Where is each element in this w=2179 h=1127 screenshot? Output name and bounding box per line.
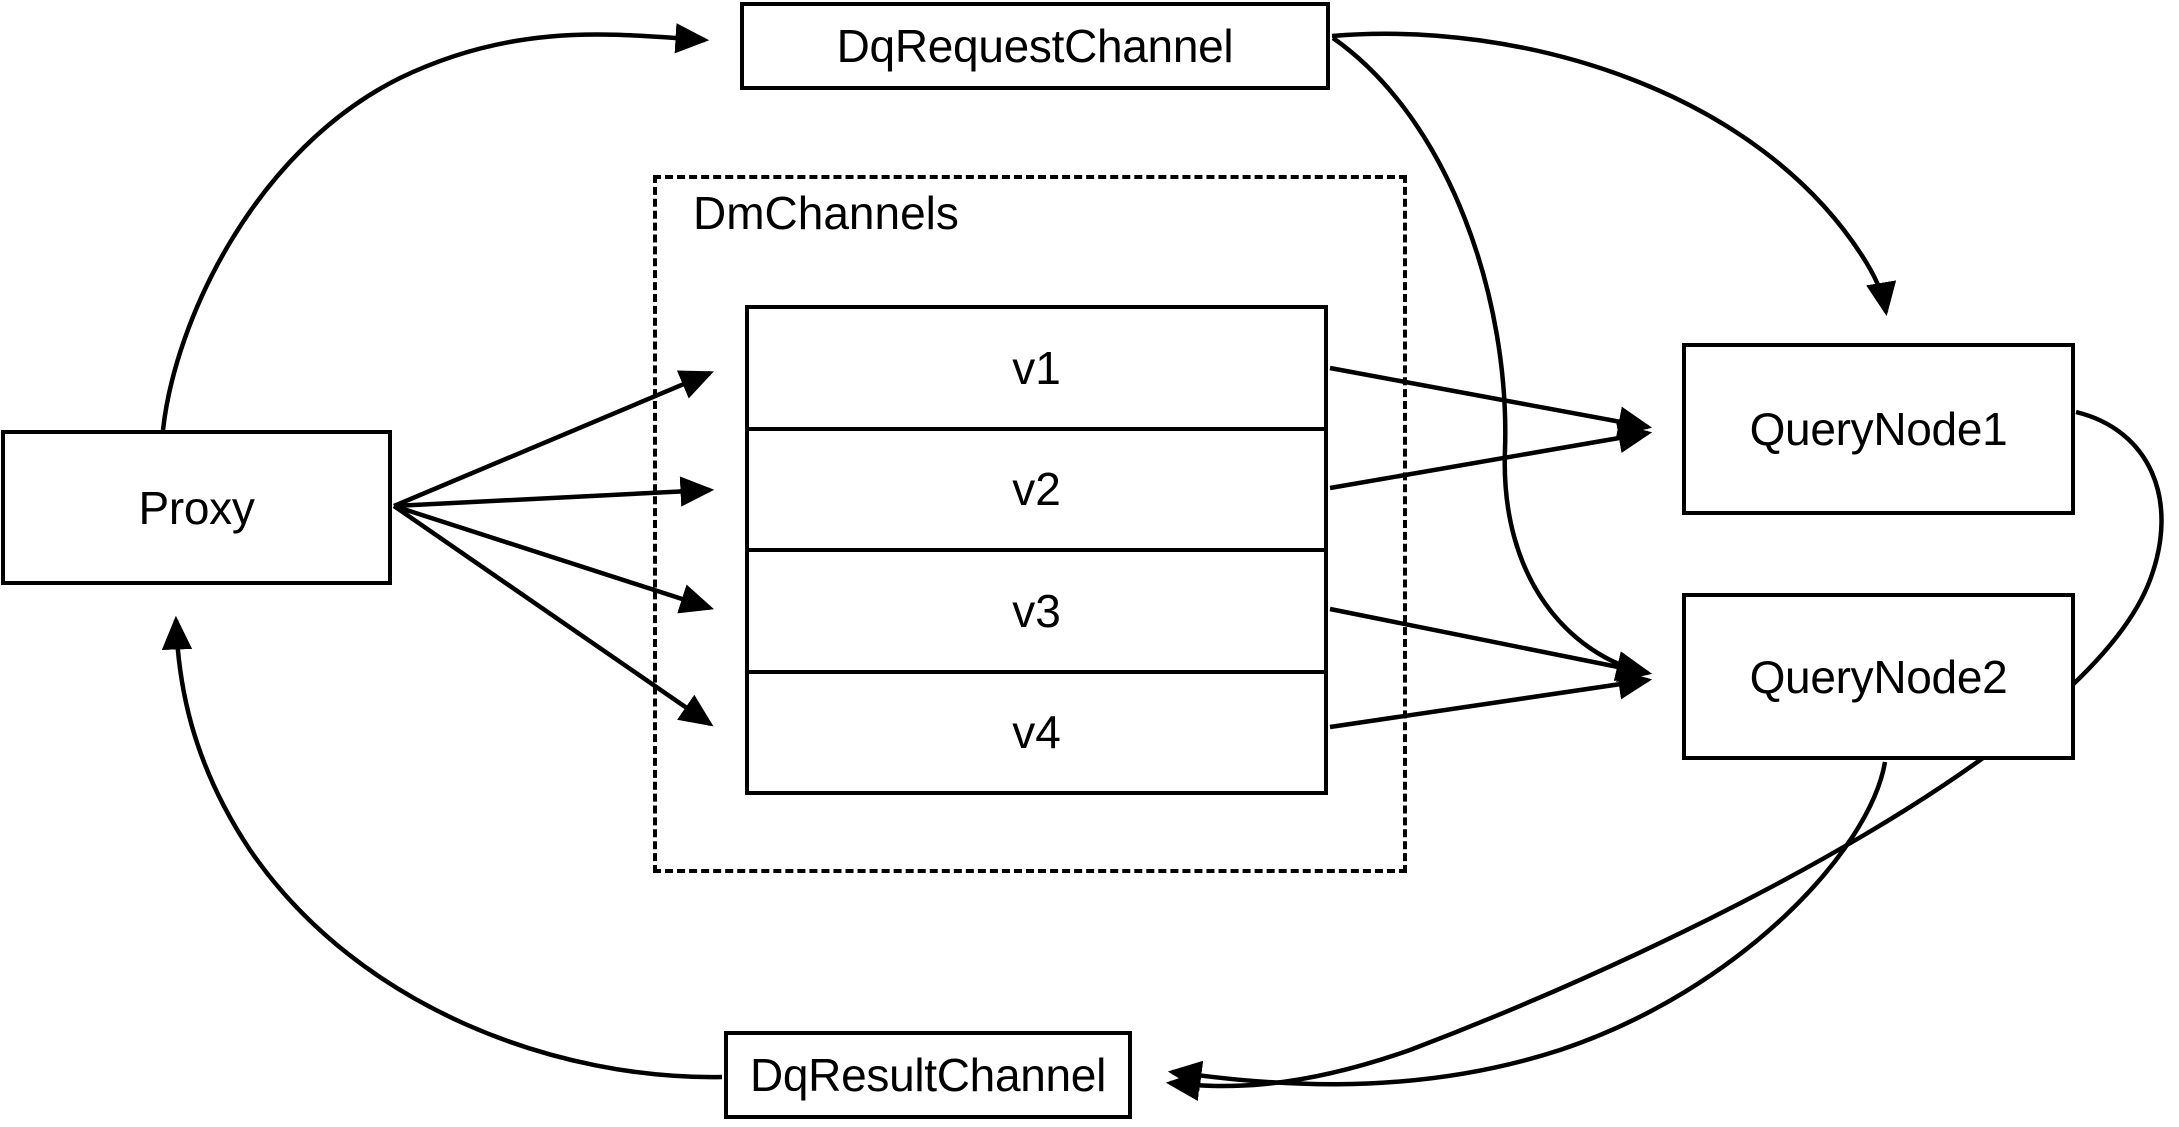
dm-channels-group-label: DmChannels	[693, 187, 959, 239]
vchannel-label-v3: v3	[1012, 584, 1061, 637]
node-proxy[interactable]: Proxy	[1, 430, 392, 585]
edge-query-node-1-to-dq-result-channel	[1165, 409, 2164, 1102]
node-label-query-node-1: QueryNode1	[1749, 403, 2008, 455]
edge-v4-to-query-node-2	[1329, 669, 1653, 730]
edge-v2-to-query-node-1	[1329, 423, 1653, 491]
edge-query-node-2-to-dq-result-channel	[1167, 761, 1888, 1091]
vchannel-label-v4: v4	[1012, 706, 1061, 759]
edge-proxy-to-v4	[392, 504, 714, 727]
node-query-node-2[interactable]: QueryNode2	[1682, 593, 2075, 760]
node-dq-request-channel[interactable]: DqRequestChannel	[740, 2, 1330, 90]
vchannel-row-v3[interactable]: v3	[749, 552, 1324, 674]
edge-v3-to-query-node-2	[1329, 606, 1653, 683]
vchannel-row-v1[interactable]: v1	[749, 309, 1324, 431]
edge-dq-result-channel-to-proxy	[161, 615, 723, 1080]
edge-proxy-to-v3	[393, 503, 715, 614]
vchannel-row-v4[interactable]: v4	[749, 673, 1324, 791]
edge-dq-request-channel-to-query-node-2	[1331, 36, 1651, 681]
edge-proxy-to-dq-request-channel	[160, 23, 710, 431]
node-query-node-1[interactable]: QueryNode1	[1682, 343, 2075, 515]
node-label-query-node-2: QueryNode2	[1749, 650, 2008, 703]
vchannel-table: v1 v2 v3 v4	[745, 305, 1328, 795]
node-label-dq-request-channel: DqRequestChannel	[836, 20, 1234, 72]
dm-channels-group	[653, 175, 1407, 873]
edge-proxy-to-v2	[393, 476, 715, 509]
node-label-proxy: Proxy	[138, 481, 255, 534]
vchannel-label-v1: v1	[1012, 341, 1061, 394]
node-label-dq-result-channel: DqResultChannel	[749, 1049, 1107, 1101]
vchannel-label-v2: v2	[1012, 463, 1061, 516]
edge-proxy-to-v1	[393, 370, 714, 509]
vchannel-row-v2[interactable]: v2	[749, 430, 1324, 552]
node-dq-result-channel[interactable]: DqResultChannel	[724, 1031, 1132, 1119]
edge-v1-to-query-node-1	[1329, 365, 1653, 437]
edge-dq-request-channel-to-query-node-1	[1331, 31, 1897, 317]
